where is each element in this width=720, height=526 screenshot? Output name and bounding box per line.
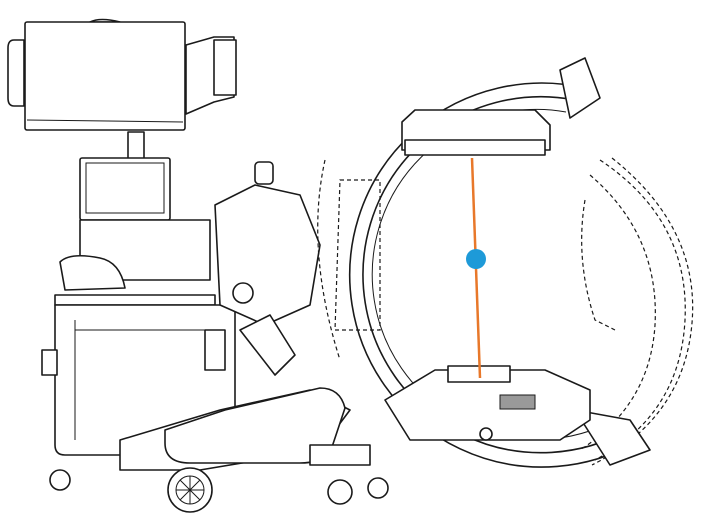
monitor-handle: [7, 39, 25, 107]
connector-panel: [204, 329, 226, 371]
wheels: [49, 467, 389, 513]
wheel-icon: [327, 479, 353, 505]
mobile-cart: [41, 219, 371, 471]
main-monitor: [7, 18, 237, 163]
wheel-icon: [49, 469, 71, 491]
c-arm-end-top: [559, 57, 601, 119]
control-screen: [79, 157, 171, 221]
monitor-screen: [24, 21, 186, 131]
c-arm-joint: [214, 184, 321, 326]
detector-icon: [401, 109, 551, 156]
isocenter-marker-icon: [466, 249, 486, 269]
wheel-icon: [367, 477, 389, 499]
c-arm-ghost-position: [317, 157, 694, 466]
xray-source-housing: [384, 365, 591, 441]
c-arm-end-bottom: [574, 409, 651, 466]
cart-handle: [59, 254, 126, 291]
